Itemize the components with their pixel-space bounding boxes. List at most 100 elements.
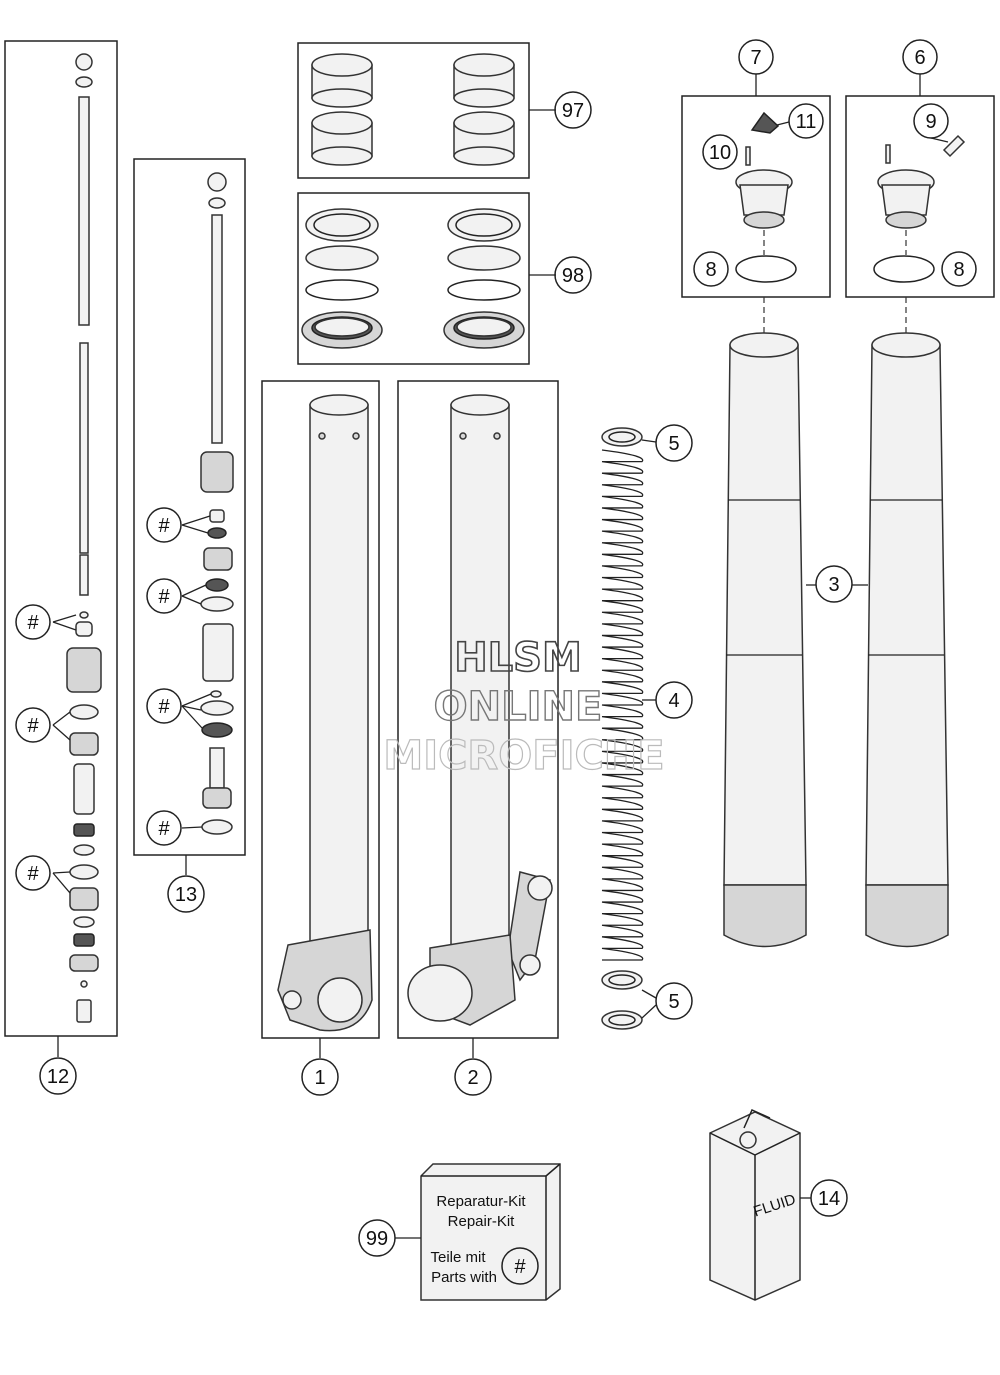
inner-tube [723, 344, 807, 886]
hash-mark: # [514, 1256, 526, 1278]
hash-mark: # [27, 715, 39, 737]
callout-4-label: 4 [668, 690, 679, 712]
spring-seat [203, 547, 233, 571]
tube-opening [729, 332, 799, 358]
nut [207, 172, 227, 192]
spring-retainer [601, 970, 643, 990]
group-98-seals: 98 [297, 192, 592, 365]
callout-2-label: 2 [467, 1067, 478, 1089]
outer-tube [450, 404, 510, 946]
group-13-cartridge: # # # # 13 [133, 158, 246, 913]
piston-assembly [69, 887, 99, 911]
clamp-bolt [282, 990, 302, 1010]
ball [210, 690, 222, 698]
hash-mark: # [158, 515, 170, 537]
hole [493, 432, 501, 440]
mount-eye [519, 954, 541, 976]
o-ring [735, 255, 797, 283]
hash-callout [501, 1247, 539, 1285]
callout-13 [167, 875, 205, 913]
piston-valve [66, 647, 102, 693]
hash-callout [146, 578, 182, 614]
washer [208, 197, 226, 209]
watermark-line2: ONLINE [434, 684, 603, 730]
piston-rod-upper [78, 96, 90, 326]
circlip [447, 279, 521, 301]
valve-body [73, 763, 95, 815]
o-ring [873, 255, 935, 283]
callout-9 [913, 103, 949, 139]
mount-eye [527, 875, 553, 901]
callout-3-label: 3 [828, 574, 839, 596]
hole [318, 432, 326, 440]
can-spout [739, 1131, 757, 1149]
callout-14 [810, 1179, 848, 1217]
circlip [305, 279, 379, 301]
callout-11 [788, 103, 824, 139]
callout-7-label: 7 [750, 47, 761, 69]
shim-2 [73, 916, 95, 928]
valve-stem [209, 747, 225, 789]
piston-rod-lower [79, 342, 89, 554]
adjuster-knob [750, 111, 780, 134]
nut [75, 53, 93, 71]
oil-seal [301, 311, 383, 349]
callout-5 [655, 982, 693, 1020]
watermark-line3: MICROFICHE [383, 733, 664, 779]
base-valve [69, 954, 99, 972]
group-1-fork-leg: 1 [261, 380, 380, 1096]
o-ring [69, 704, 99, 720]
piston-valve [200, 451, 234, 493]
screw [885, 144, 891, 164]
group-12-cartridge: # # # 12 [4, 40, 118, 1095]
air-valve [942, 134, 966, 158]
group-6-cap: 6 9 8 [845, 39, 995, 298]
callout-99-label: 99 [366, 1228, 388, 1250]
axle-foot [865, 884, 949, 948]
spring-seat [69, 732, 99, 756]
dust-wiper [305, 208, 379, 271]
callout-8 [941, 251, 977, 287]
callout-5-label: 5 [668, 433, 679, 455]
oil-seal [443, 311, 525, 349]
callout-10-label: 10 [709, 142, 731, 164]
group-12-frame [4, 40, 118, 1037]
ball-2 [80, 980, 88, 988]
inner-tube [865, 344, 949, 886]
tube-opening [450, 394, 510, 416]
hash-mark: # [158, 818, 170, 840]
spring-retainer [601, 1010, 643, 1030]
group-98-frame [297, 192, 530, 365]
bushing [453, 53, 515, 108]
seal-2 [73, 933, 95, 947]
washer [75, 76, 93, 88]
base-valve [202, 787, 232, 809]
bushing [453, 111, 515, 166]
tube-opening [871, 332, 941, 358]
o-ring [205, 578, 229, 592]
outer-tube [309, 404, 369, 946]
callout-10 [702, 134, 738, 170]
callout-6 [902, 39, 938, 75]
bushing [75, 621, 93, 637]
ball [79, 611, 89, 619]
fork-cap-base [885, 211, 927, 229]
bushing [311, 53, 373, 108]
seal [207, 527, 227, 539]
callout-12 [39, 1057, 77, 1095]
piston-rod [211, 214, 223, 444]
guide-ring [200, 596, 234, 612]
o-ring-2 [69, 864, 99, 880]
needle [79, 554, 89, 596]
kit-label-line1: Reparatur-Kit [436, 1193, 526, 1210]
hash-callout [146, 507, 182, 543]
hash-callout [15, 855, 51, 891]
tube-opening [309, 394, 369, 416]
callout-12-label: 12 [47, 1066, 69, 1088]
callout-8-label: 8 [953, 259, 964, 281]
can-handle [743, 1109, 771, 1129]
axle-bore [407, 964, 473, 1022]
callout-5 [655, 424, 693, 462]
callout-4 [655, 681, 693, 719]
washer-2 [200, 700, 234, 716]
